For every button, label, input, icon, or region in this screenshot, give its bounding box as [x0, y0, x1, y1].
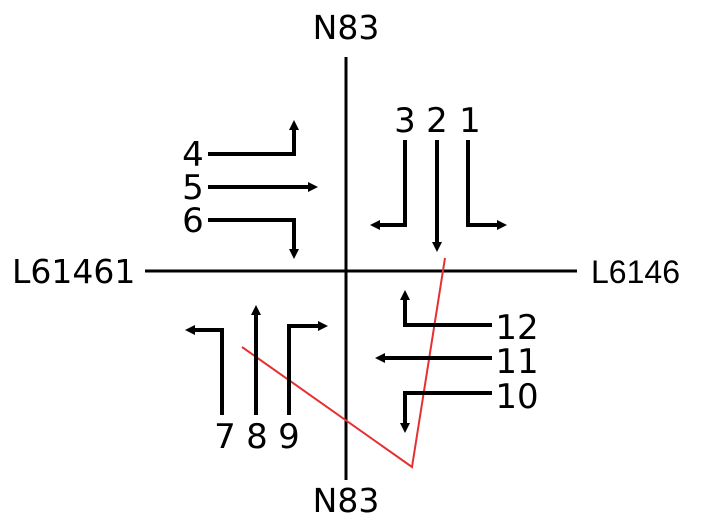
movement-number-8: 8 [246, 417, 268, 457]
movement-arrow-4 [208, 120, 299, 154]
road-label-east: L6146 [591, 254, 680, 290]
movement-number-2: 2 [426, 101, 448, 141]
movement-number-9: 9 [278, 417, 300, 457]
movement-number-11: 11 [495, 342, 538, 382]
movement-arrow-10 [400, 393, 492, 433]
movement-arrow-1 [468, 140, 507, 230]
movement-arrow-12 [400, 290, 492, 325]
movement-number-4: 4 [182, 135, 204, 175]
north-approach-arrows [370, 140, 507, 252]
movement-arrow-3 [370, 140, 405, 230]
movement-number-12: 12 [495, 308, 538, 348]
road-label-north: N83 [313, 8, 380, 47]
movement-arrow-7 [185, 325, 222, 415]
road-label-south: N83 [313, 481, 380, 520]
movement-number-3: 3 [394, 101, 416, 141]
movement-number-10: 10 [495, 377, 538, 417]
west-approach-arrows [208, 120, 318, 259]
movement-number-1: 1 [459, 101, 481, 141]
movement-number-7: 7 [214, 417, 236, 457]
movement-number-5: 5 [182, 168, 204, 208]
road-label-west: L61461 [12, 252, 135, 291]
movement-arrow-6 [208, 220, 299, 259]
south-approach-arrows [185, 305, 328, 415]
highlight-line [242, 258, 445, 467]
movement-arrow-9 [289, 321, 328, 415]
movement-number-6: 6 [182, 201, 204, 241]
east-approach-arrows [375, 290, 492, 433]
